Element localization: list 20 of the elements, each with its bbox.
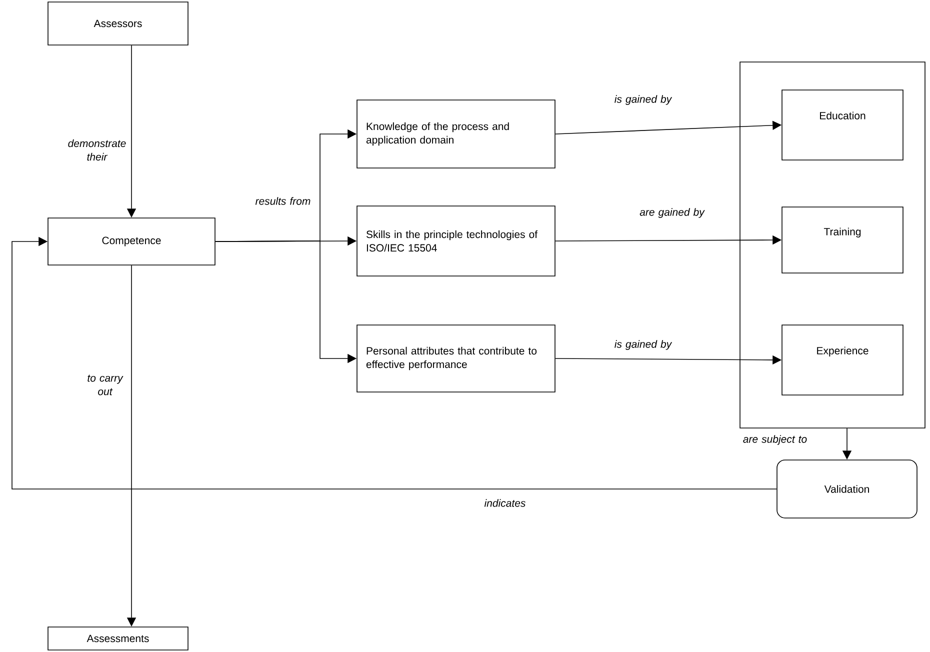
rounded-box: Validation <box>776 460 918 518</box>
process-box: Knowledge of the process and application domain <box>356 100 556 168</box>
process-box: Education <box>782 90 904 160</box>
edge-label: demonstrate their <box>68 139 126 161</box>
process-box: Assessors <box>48 2 188 46</box>
process-box: Competence <box>48 218 216 266</box>
process-box: Skills in the principle technologies of ISO/IEC 15504 <box>356 206 556 276</box>
edge-label: results from <box>255 197 310 205</box>
process-box: Experience <box>782 324 904 396</box>
process-box: Personal attributes that contribute to effective performance <box>356 324 556 392</box>
arrow <box>12 236 777 490</box>
process-box: Training <box>782 206 904 274</box>
edge-label: are gained by <box>640 208 705 218</box>
edge-label: is gained by <box>614 340 672 350</box>
edge-label: to carry out <box>88 374 124 396</box>
edge-label: are subject to <box>743 435 807 445</box>
edge-label: is gained by <box>614 95 672 105</box>
edge-label: indicates <box>484 499 526 507</box>
process-box: Assessments <box>48 626 188 650</box>
container-box <box>740 62 926 428</box>
